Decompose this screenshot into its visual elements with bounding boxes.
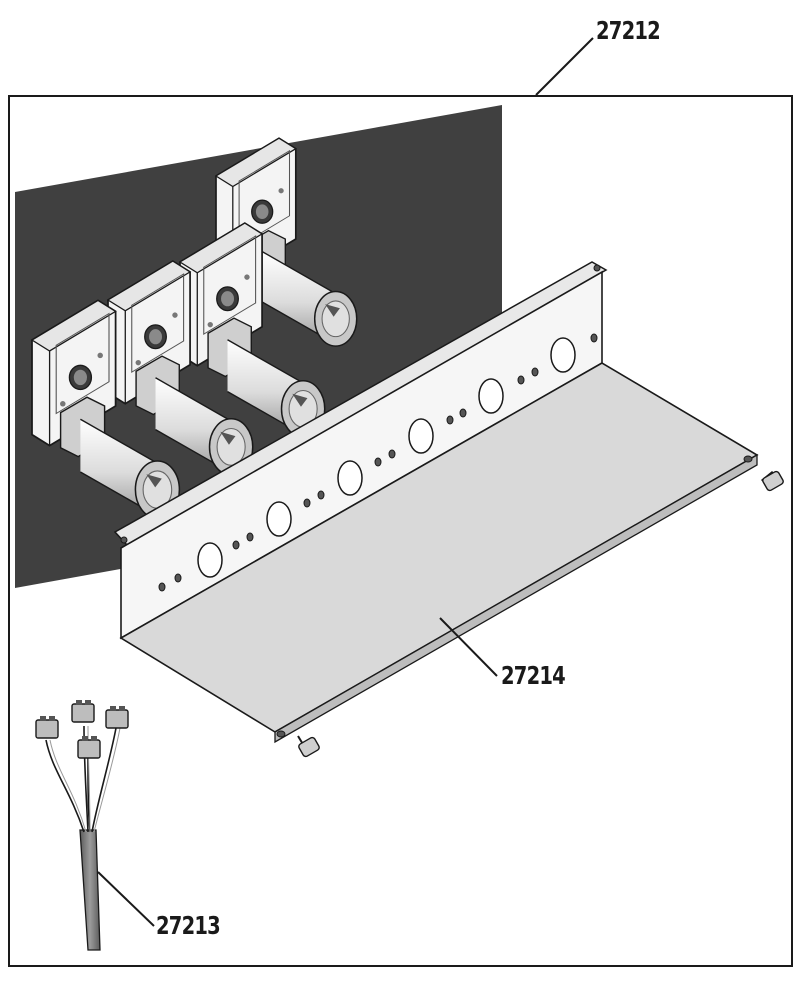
callout-assembly-label: 27212 bbox=[596, 16, 661, 45]
screw bbox=[297, 470, 784, 758]
callout-harness-label: 27213 bbox=[156, 911, 221, 940]
leader-line-harness bbox=[97, 871, 155, 927]
mounting-bracket bbox=[113, 261, 759, 744]
callout-bracket-label: 27214 bbox=[501, 661, 566, 690]
leader-line-bracket bbox=[439, 617, 498, 677]
wiring-harness bbox=[35, 700, 129, 951]
leader-line-assembly bbox=[535, 37, 594, 96]
diagram-border bbox=[8, 95, 793, 967]
